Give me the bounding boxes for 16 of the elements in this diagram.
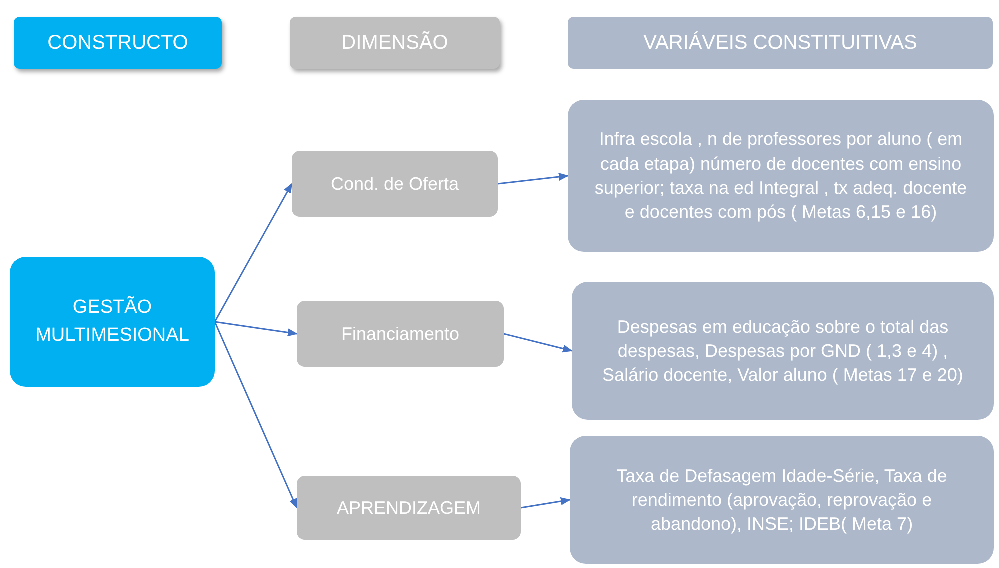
dimension-box: Cond. de Oferta [292,151,498,217]
header-box: CONSTRUCTO [14,17,222,69]
dimension-box: APRENDIZAGEM [297,476,521,540]
variables-box: Taxa de Defasagem Idade-Série, Taxa de rendimento (aprovação, reprovação e abandono), INSE; IDEB( Meta 7) [570,436,994,564]
arrow [504,333,573,353]
arrow [498,173,569,185]
header-box: VARIÁVEIS CONSTITUITIVAS [568,17,993,69]
construct-box: GESTÃO MULTIMESIONAL [10,257,215,387]
variables-box: Despesas em educação sobre o total das despesas, Despesas por GND ( 1,3 e 4) , Salário docente, Valor aluno ( Metas 17 e 20) [572,282,994,420]
arrow [214,321,298,337]
arrow [214,183,293,322]
header-box: DIMENSÃO [290,17,500,69]
arrow [520,498,571,509]
arrow [214,322,298,509]
dimension-box: Financiamento [297,301,504,367]
variables-box: Infra escola , n de professores por aluno ( em cada etapa) número de docentes com ensino superior; taxa na ed Integral , tx adeq. docente e docentes com pós ( Metas 6,15 e 16) [568,100,994,252]
